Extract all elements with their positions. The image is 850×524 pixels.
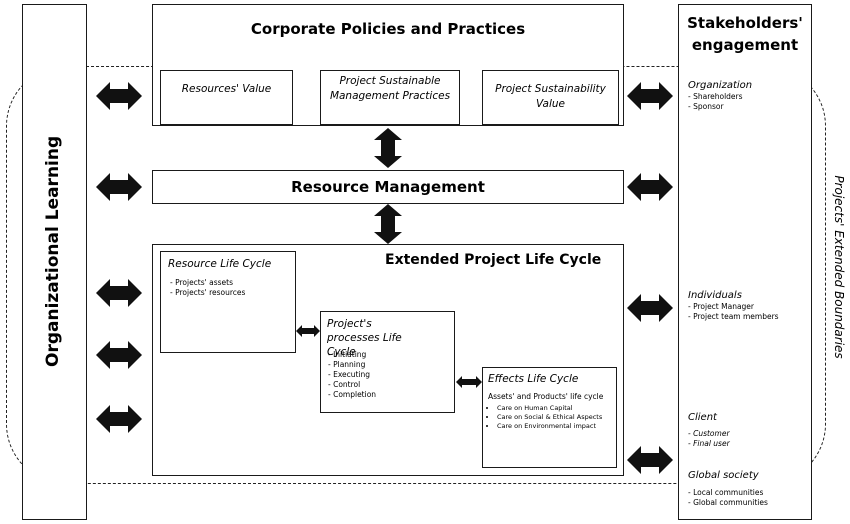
- sustainability-value-box: [482, 70, 619, 125]
- sustainability-value-label: Project Sustainability Value: [495, 83, 606, 110]
- group-item: - Sponsor: [688, 102, 724, 111]
- double-arrow-icon: [627, 294, 673, 322]
- organizational-learning-box: [22, 4, 87, 520]
- resource-lc-items: - Projects' assets - Projects' resources: [170, 278, 245, 298]
- effects-lc-box: [482, 367, 617, 468]
- vertical-double-arrow-icon: [374, 128, 402, 168]
- group-heading: Organization: [688, 80, 753, 91]
- group-item: - Project Manager: [688, 302, 755, 311]
- group-heading: Individuals: [688, 290, 742, 301]
- resources-value-box: [160, 70, 293, 125]
- process-lc-items: - Initiating - Planning - Executing - Co…: [328, 350, 376, 400]
- group-item: - Local communities: [688, 488, 764, 497]
- double-arrow-icon: [96, 405, 142, 433]
- list-item: - Control: [328, 380, 361, 389]
- double-arrow-icon: [96, 279, 142, 307]
- list-item: - Executing: [328, 370, 371, 379]
- resources-value-label: Resources' Value: [181, 83, 272, 95]
- extended-life-cycle-title: Extended Project Life Cycle: [385, 252, 602, 268]
- double-arrow-icon: [96, 82, 142, 110]
- group-item: - Project team members: [688, 312, 779, 321]
- double-arrow-icon: [96, 341, 142, 369]
- resource-management-title: Resource Management: [291, 178, 485, 196]
- list-item: - Initiating: [328, 350, 367, 359]
- small-double-arrow-icon: [296, 325, 320, 337]
- group-item: - Customer: [688, 429, 730, 438]
- double-arrow-icon: [627, 82, 673, 110]
- effects-lc-title: Effects Life Cycle: [488, 373, 579, 385]
- organizational-learning-label: Organizational Learning: [43, 135, 63, 367]
- stakeholder-group-individuals: Individuals - Project Manager - Project …: [688, 290, 808, 322]
- vertical-double-arrow-icon: [374, 204, 402, 244]
- boundary-label: Projects' Extended Boundaries: [832, 175, 846, 359]
- effects-lc-items: Care on Human Capital Care on Social & E…: [486, 404, 616, 431]
- process-lc-title: Project's processes Life Cycle: [327, 318, 402, 358]
- sustainable-practices-box: [320, 70, 460, 125]
- list-item: - Projects' assets: [170, 278, 233, 287]
- group-item: - Global communities: [688, 498, 768, 507]
- list-item: Care on Social & Ethical Aspects: [497, 413, 616, 422]
- list-item: Care on Environmental impact: [497, 422, 616, 431]
- resource-lc-title: Resource Life Cycle: [168, 258, 272, 270]
- list-item: - Completion: [328, 390, 377, 399]
- stakeholders-box: [678, 4, 812, 520]
- group-heading: Client: [688, 412, 717, 423]
- resource-management-box: [152, 170, 624, 204]
- corporate-policies-title: Corporate Policies and Practices: [250, 20, 526, 38]
- group-item: - Final user: [688, 439, 730, 448]
- double-arrow-icon: [627, 173, 673, 201]
- stakeholders-title: Stakeholders' engagement: [687, 14, 803, 54]
- small-double-arrow-icon: [456, 376, 482, 388]
- double-arrow-icon: [96, 173, 142, 201]
- double-arrow-icon: [627, 446, 673, 474]
- list-item: Care on Human Capital: [497, 404, 616, 413]
- group-item: - Shareholders: [688, 92, 743, 101]
- list-item: - Planning: [328, 360, 366, 369]
- stakeholder-group-client: Client - Customer - Final user: [688, 412, 808, 449]
- stakeholder-group-global-society: Global society - Local communities - Glo…: [688, 470, 808, 508]
- list-item: - Projects' resources: [170, 288, 246, 297]
- group-heading: Global society: [688, 470, 759, 481]
- process-lc-box: [320, 311, 455, 413]
- sustainable-practices-label: Project Sustainable Management Practices: [329, 75, 451, 102]
- resource-lc-box: [160, 251, 296, 353]
- stakeholder-group-organization: Organization - Shareholders - Sponsor: [688, 80, 808, 112]
- effects-lc-subtitle: Assets' and Products' life cycle: [488, 392, 604, 401]
